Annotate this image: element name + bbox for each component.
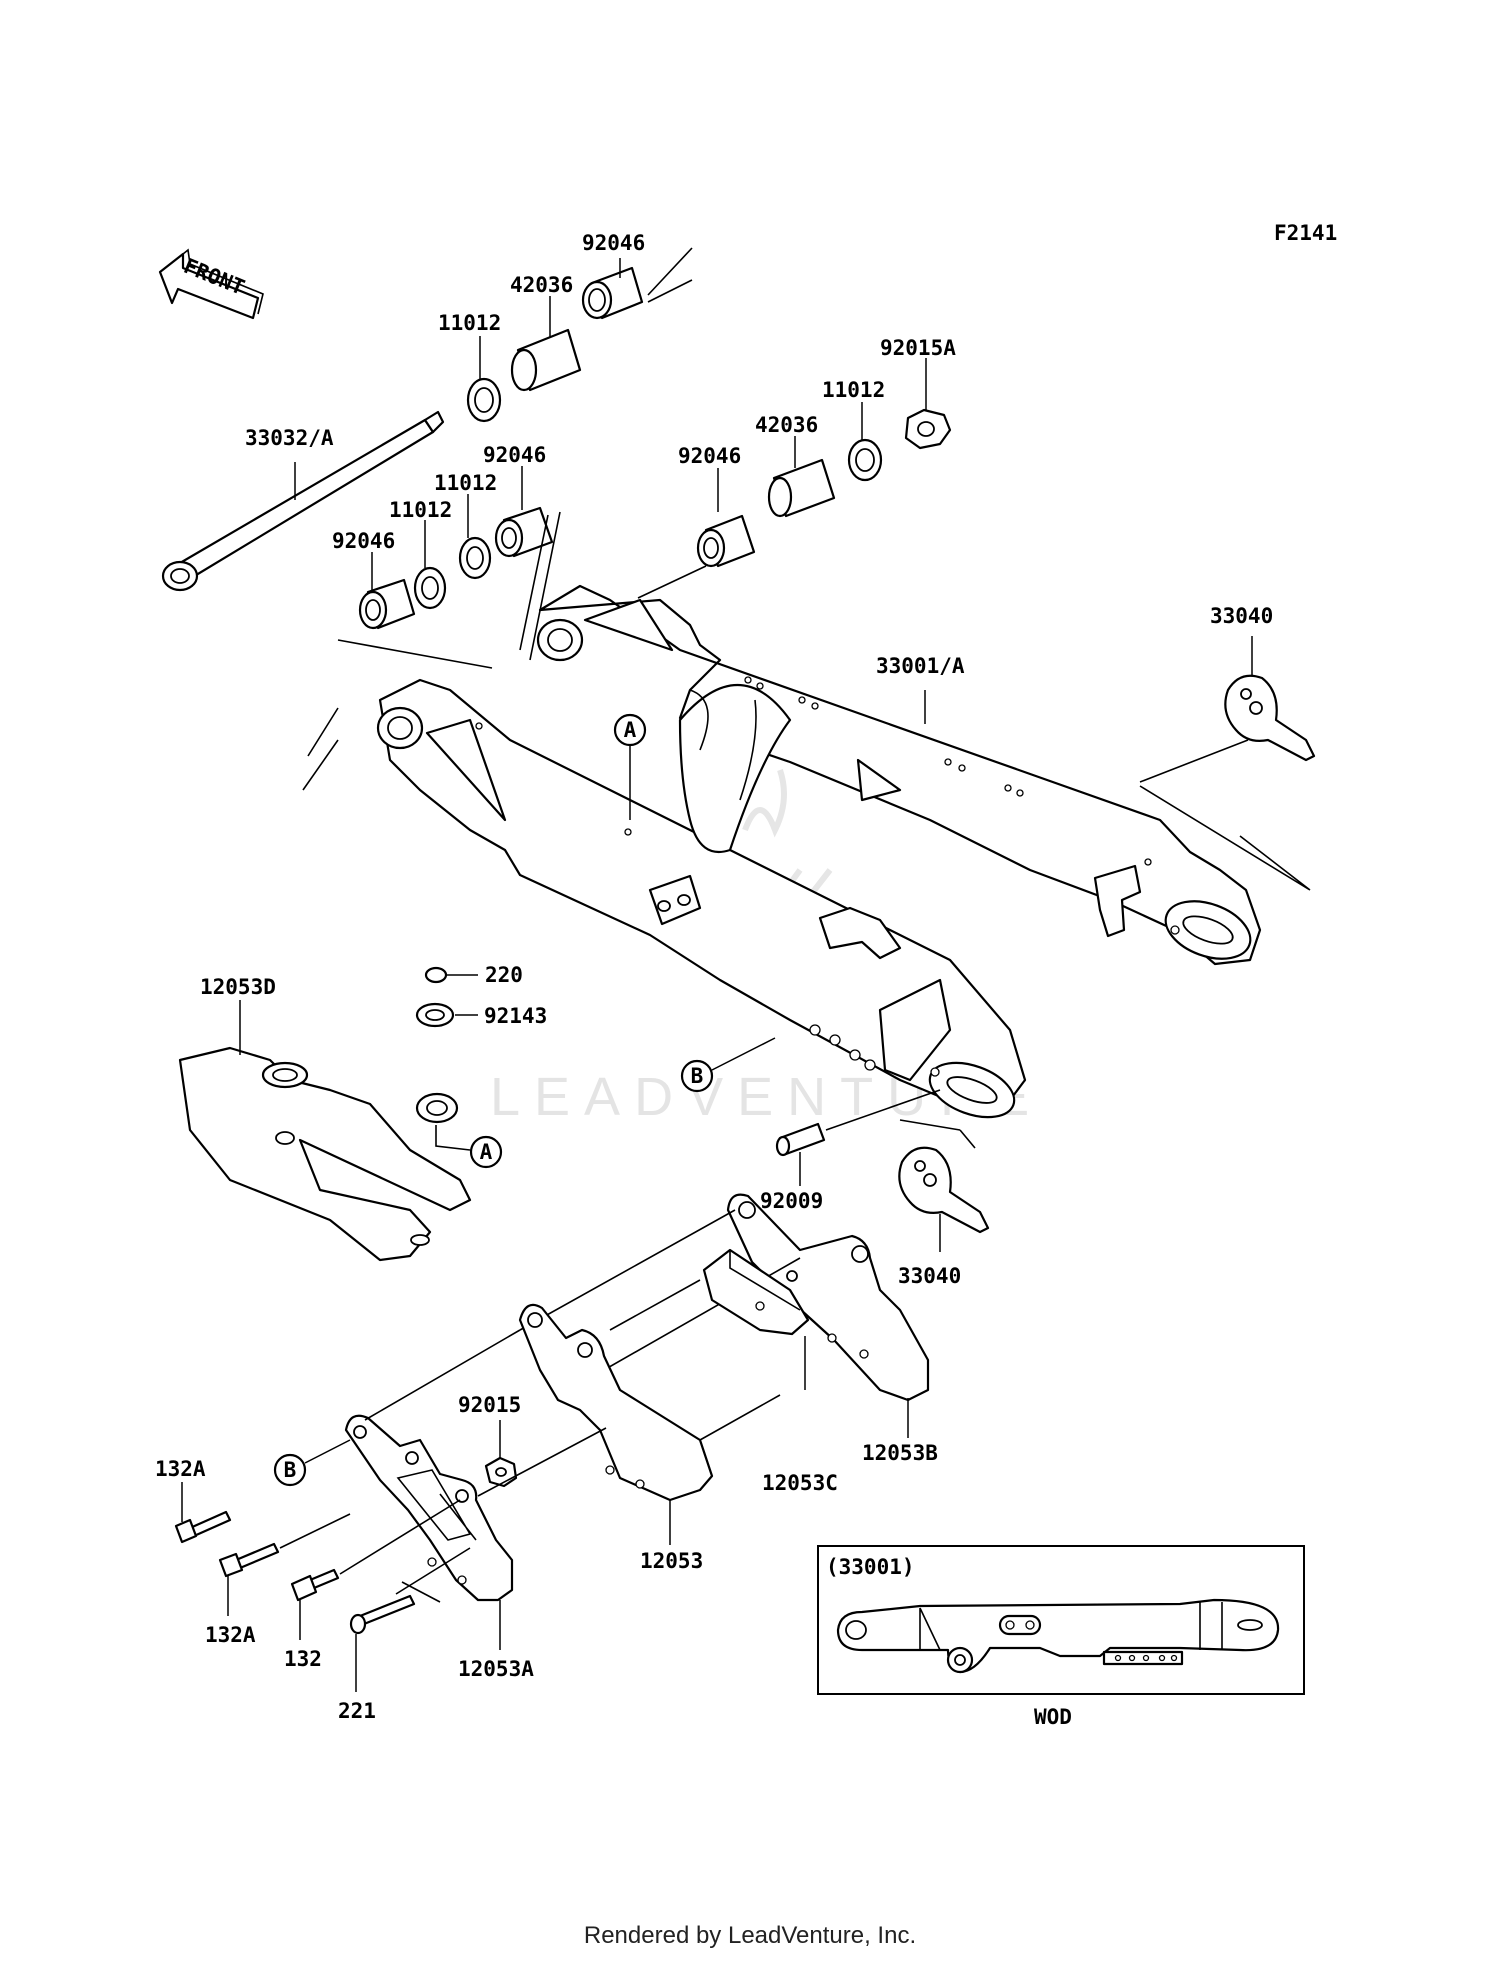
front-arrow-icon: FRONT — [158, 248, 264, 320]
label-42036-right: 42036 — [755, 413, 818, 437]
washer-92143 — [415, 1002, 478, 1028]
svg-text:B: B — [284, 1458, 297, 1482]
label-92046-mid: 92046 — [483, 443, 546, 467]
label-92015: 92015 — [458, 1393, 521, 1417]
bolt-132 — [290, 1499, 461, 1640]
figure-code: F2141 — [1274, 221, 1337, 245]
chain-guide-12053B — [519, 1193, 930, 1438]
inset-33001-wod: (33001) WOD — [817, 1545, 1305, 1729]
bearing-92046-right — [637, 468, 756, 599]
seal-11012-right — [847, 402, 883, 482]
label-220: 220 — [485, 963, 523, 987]
label-33040-top: 33040 — [1210, 604, 1273, 628]
svg-text:B: B — [691, 1064, 704, 1088]
collar-42036-right — [767, 436, 836, 518]
label-132A-upper: 132A — [155, 1457, 206, 1481]
label-42036-top: 42036 — [510, 273, 573, 297]
label-11012-top: 11012 — [438, 311, 501, 335]
label-92046-left: 92046 — [332, 529, 395, 553]
seal-11012-mid2 — [413, 520, 447, 610]
chain-adjuster-33040-top — [1139, 636, 1316, 891]
label-33040-bottom: 33040 — [898, 1264, 961, 1288]
svg-text:A: A — [624, 718, 637, 742]
bolt-92009 — [775, 1089, 941, 1186]
screw-221 — [349, 1594, 416, 1692]
assembly-guide-lines — [337, 511, 561, 669]
label-33032A: 33032/A — [245, 426, 334, 450]
seal-11012-mid1 — [458, 494, 492, 580]
inset-caption: WOD — [1034, 1705, 1072, 1729]
label-12053: 12053 — [640, 1549, 703, 1573]
label-33001A: 33001/A — [876, 654, 965, 678]
nut-92015 — [484, 1420, 518, 1488]
label-12053B: 12053B — [862, 1441, 938, 1465]
chain-adjuster-33040-bottom — [898, 1119, 990, 1252]
label-132: 132 — [284, 1647, 322, 1671]
swingarm-33001A — [302, 584, 1262, 1119]
chain-slider-12053D — [178, 1000, 472, 1262]
label-92143: 92143 — [484, 1004, 547, 1028]
label-92009: 92009 — [760, 1189, 823, 1213]
label-92046-right: 92046 — [678, 444, 741, 468]
label-12053C: 12053C — [762, 1471, 838, 1495]
seal-11012-top — [466, 336, 502, 423]
label-221: 221 — [338, 1699, 376, 1723]
chain-guide-bracket-12053A — [344, 1329, 607, 1650]
callout-A-slider: A — [469, 1135, 503, 1169]
callout-B-main: B — [680, 1037, 776, 1093]
label-11012-mid2: 11012 — [389, 498, 452, 522]
label-11012-right: 11012 — [822, 378, 885, 402]
svg-text:A: A — [480, 1140, 493, 1164]
nut-92015A — [904, 358, 952, 450]
footer-credit: Rendered by LeadVenture, Inc. — [583, 1922, 917, 1949]
bearing-92046-left — [358, 552, 416, 630]
bolt-132A-lower — [218, 1513, 351, 1616]
pivot-shaft-33032A — [161, 410, 445, 592]
label-132A-lower: 132A — [205, 1623, 256, 1647]
label-12053D: 12053D — [200, 975, 276, 999]
collar-42036-top — [510, 296, 582, 392]
label-92046-top: 92046 — [582, 231, 645, 255]
label-12053A: 12053A — [458, 1657, 534, 1681]
inset-title: (33001) — [826, 1555, 915, 1579]
chain-guide-plate-12053 — [518, 1303, 781, 1545]
bolt-132A-upper — [174, 1482, 232, 1544]
chain-slider-block-12053C — [609, 1248, 810, 1390]
bearing-92046-mid — [494, 466, 554, 558]
callout-B-guard: B — [273, 1439, 351, 1487]
label-11012-mid1: 11012 — [434, 471, 497, 495]
part-labels: 92046 42036 11012 33032/A 92046 11012 11… — [155, 231, 1273, 1723]
bearing-92046-top — [581, 247, 693, 320]
label-92015A: 92015A — [880, 336, 956, 360]
callout-A-main: A — [613, 713, 647, 820]
screw-220 — [424, 966, 478, 984]
